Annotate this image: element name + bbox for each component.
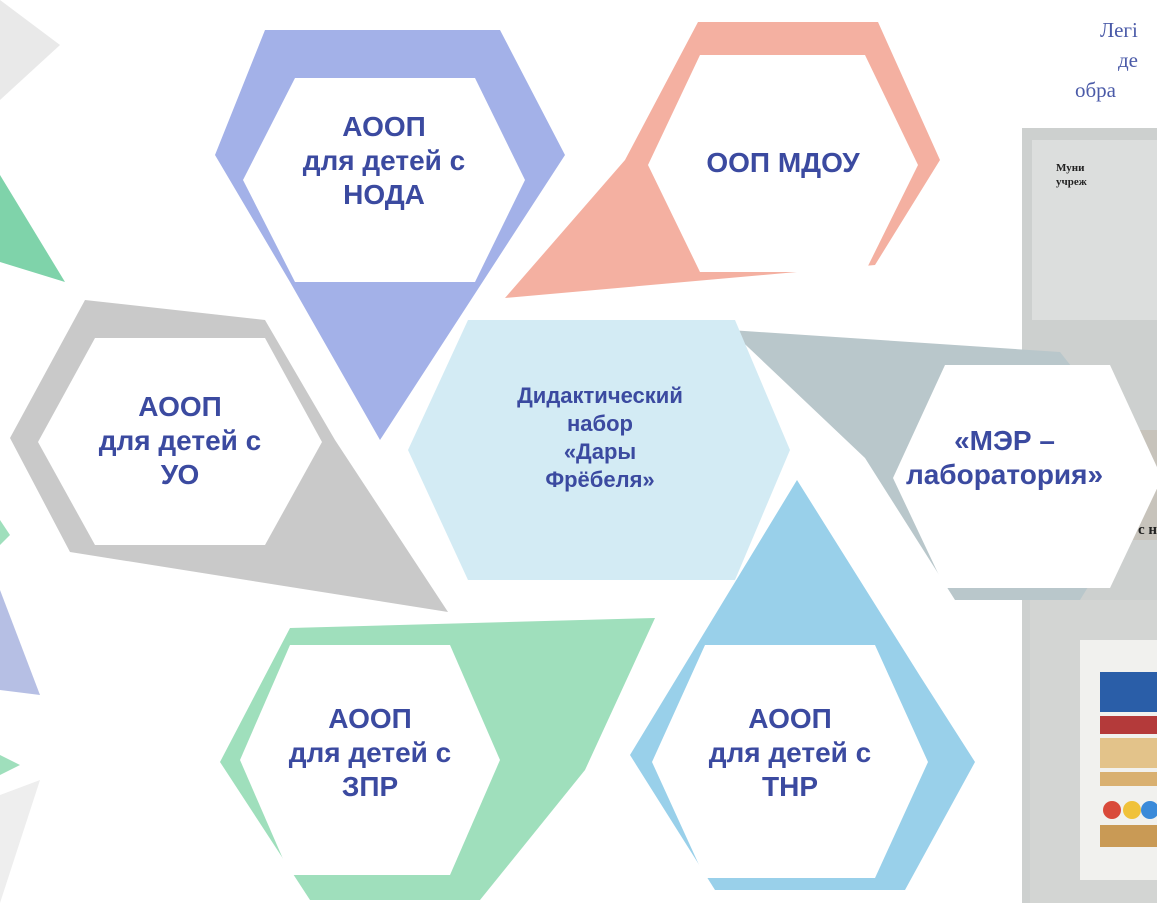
node-tnr-label: АООП для детей с ТНР	[708, 703, 872, 802]
book-cover-image	[1100, 672, 1157, 847]
side-text-line-1: Легі	[1100, 18, 1138, 42]
hex-zpr-inner	[240, 645, 500, 875]
decor-triangle-gray-top	[0, 0, 60, 100]
decor-triangle-green-small	[0, 520, 10, 545]
book-header-1: Муни	[1056, 162, 1085, 174]
hex-oop-inner	[648, 55, 918, 272]
hex-tnr-inner	[652, 645, 928, 878]
node-center-label: Дидактический набор «Дары Фрёбеля»	[517, 383, 683, 492]
side-text-line-3: обра	[1075, 78, 1117, 102]
node-noda-label: АООП для детей с НОДА	[302, 111, 466, 210]
decor-triangle-green	[0, 175, 65, 282]
decor-triangle-green-bottom	[0, 755, 20, 775]
decor-triangle-blue	[0, 590, 40, 695]
side-text-line-2: де	[1118, 48, 1139, 72]
node-oop-label: ООП МДОУ	[706, 147, 860, 178]
book-fragment: с н	[1138, 522, 1157, 538]
hex-noda-inner	[243, 78, 525, 282]
hex-mer-inner	[893, 365, 1157, 588]
hex-center	[408, 320, 790, 580]
node-uo-label: АООП для детей с УО	[98, 391, 262, 490]
node-mer-label: «МЭР – лаборатория»	[905, 425, 1104, 490]
hex-uo-inner	[38, 338, 322, 545]
node-zpr-label: АООП для детей с ЗПР	[288, 703, 452, 802]
decor-triangle-gray-bottom	[0, 780, 40, 903]
book-header-2: учреж	[1056, 176, 1087, 188]
